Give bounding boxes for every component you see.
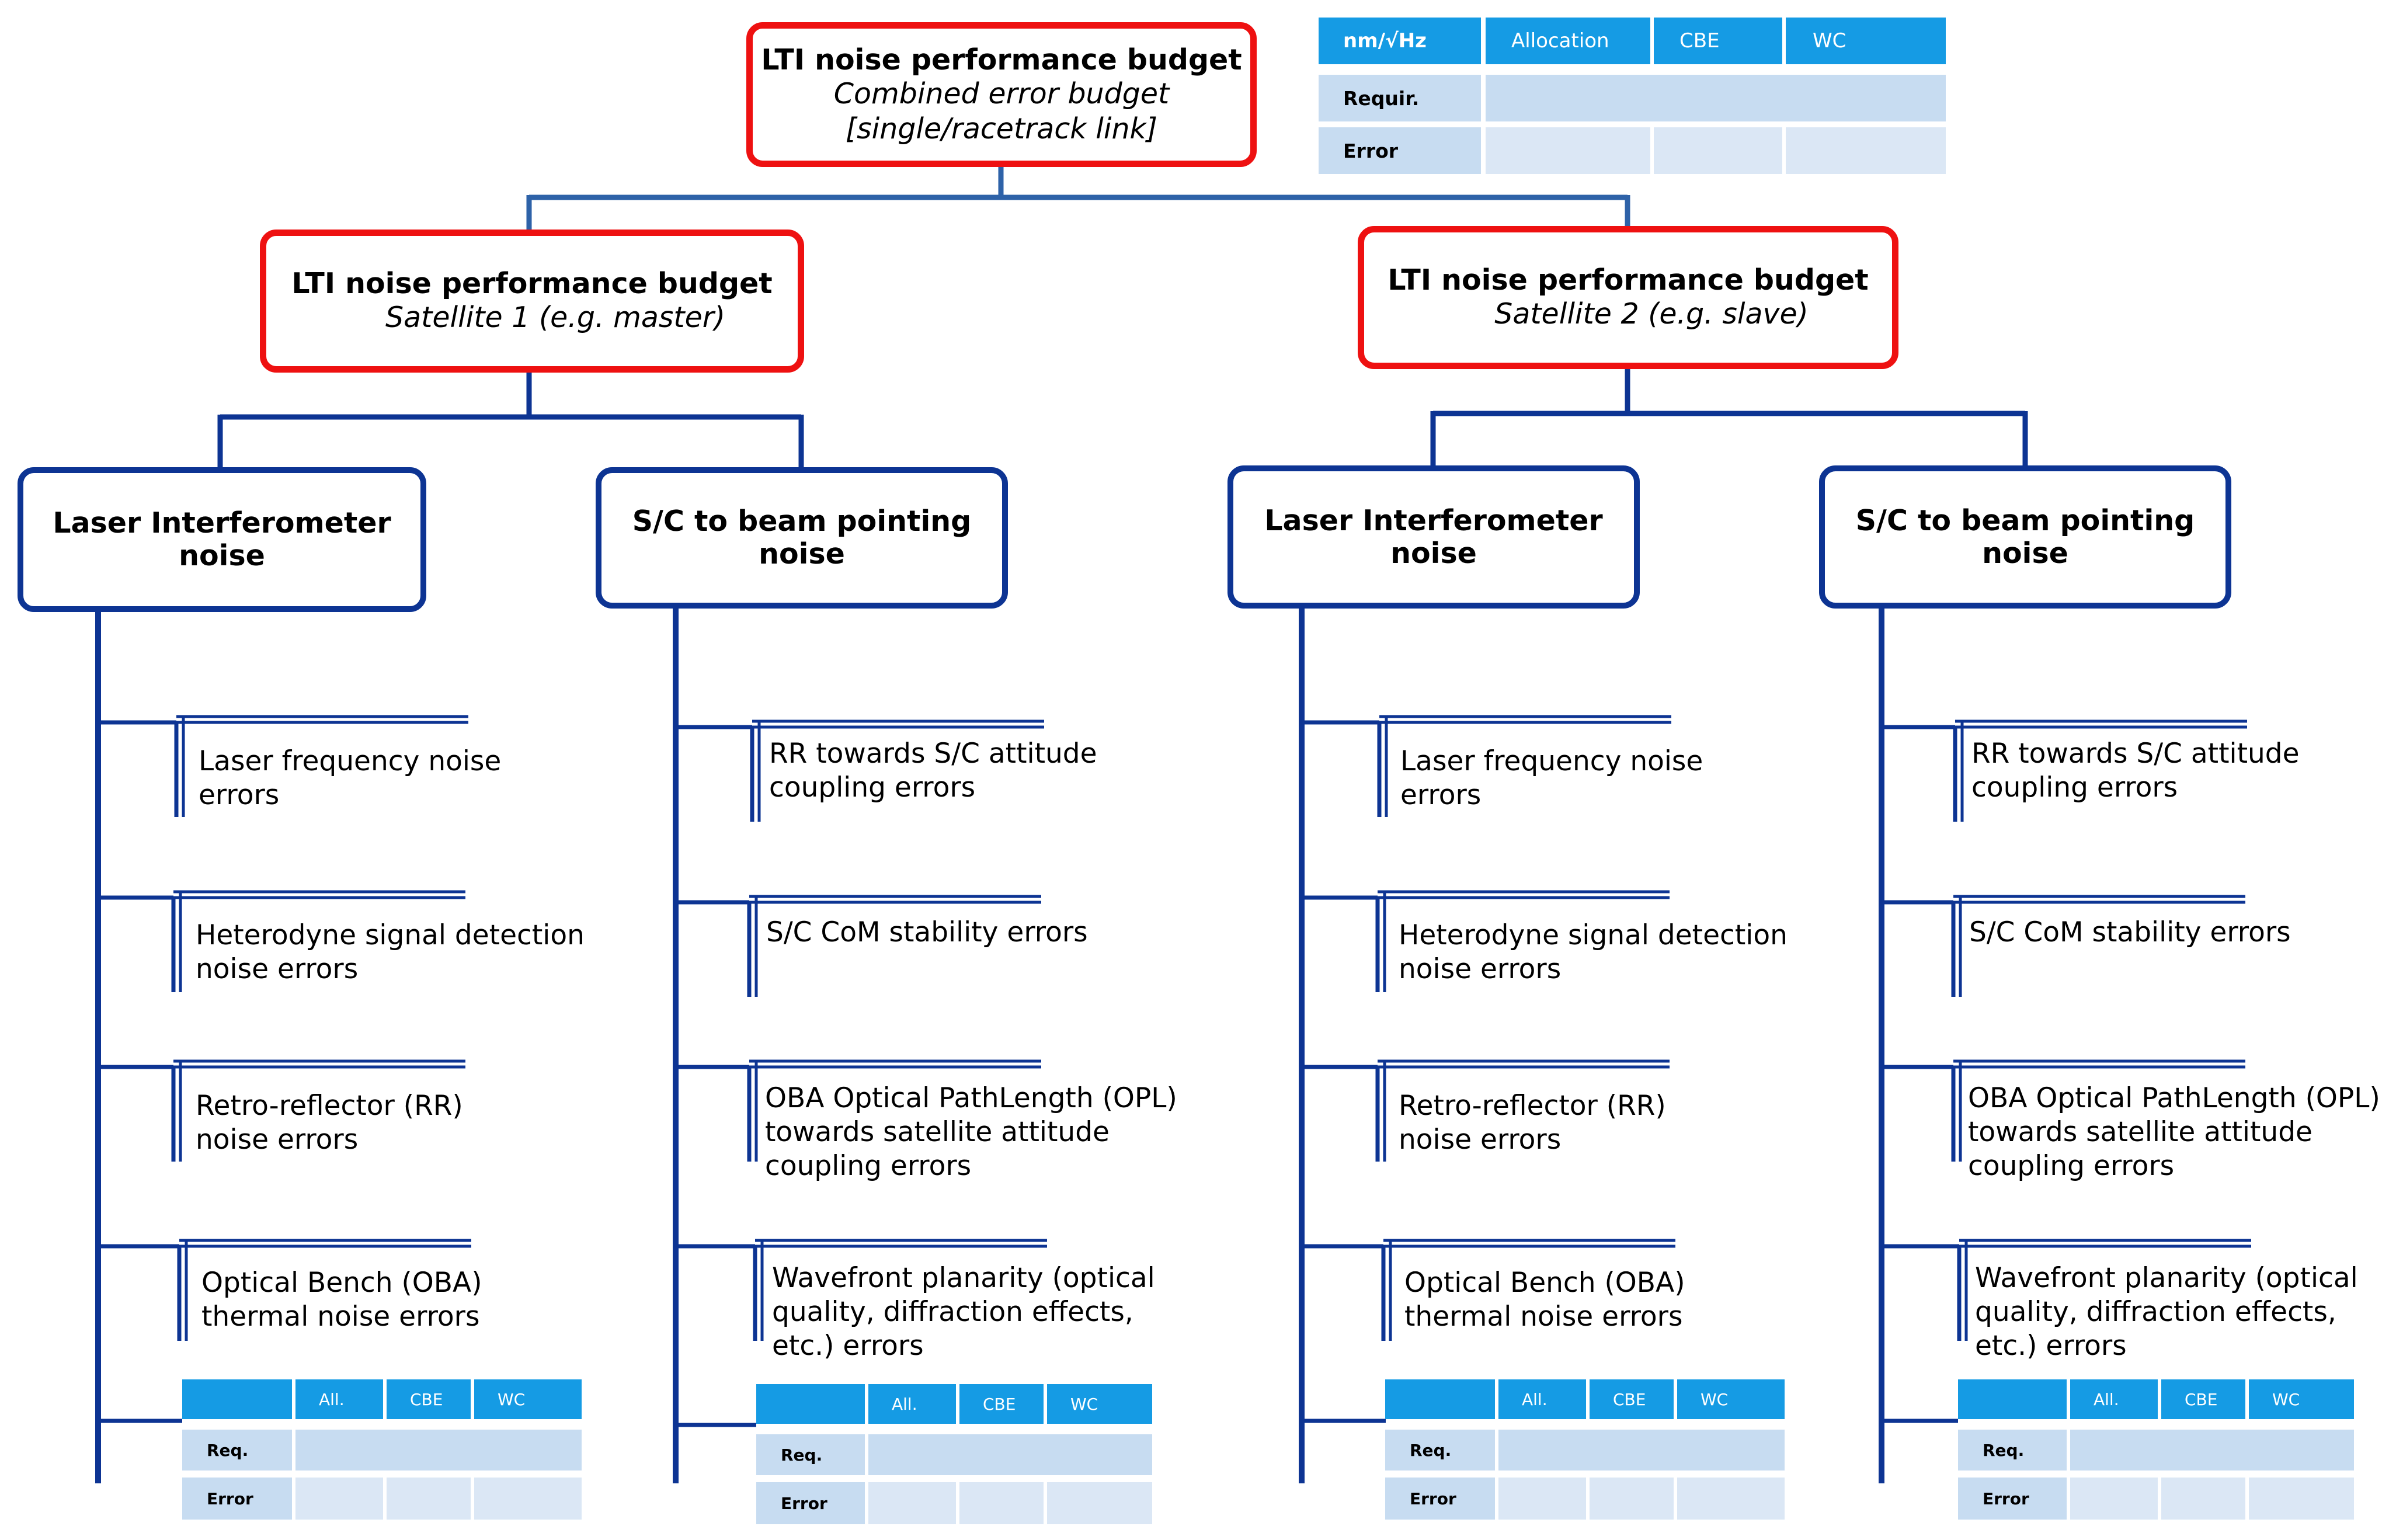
sat2-pointing-item-2: S/C CoM stability errors: [1969, 916, 2291, 948]
table-header-blank: [1385, 1379, 1495, 1419]
sat1-laser-item-1: Laser frequency noise errors: [199, 745, 502, 811]
table-row-error: Error: [182, 1478, 292, 1520]
table-error-cbe: [387, 1478, 471, 1520]
table-header-blank: [756, 1384, 865, 1424]
sat1-pointing-item-1: RR towards S/C attitude coupling errors: [769, 738, 1097, 804]
top-table-col-wc: WC: [1786, 18, 1946, 64]
table-col-wc: WC: [474, 1379, 582, 1419]
top-table-requir-value: [1486, 75, 1946, 121]
satellite-1-box: LTI noise performance budget Satellite 1…: [260, 230, 804, 373]
table-col-wc: WC: [1047, 1384, 1152, 1424]
satellite-2-title: LTI noise performance budget: [1388, 263, 1869, 297]
table-col-cbe: CBE: [1590, 1379, 1674, 1419]
table-col-all: All.: [1498, 1379, 1586, 1419]
sat1-laser-item-3: Retro-reflector (RR) noise errors: [196, 1090, 463, 1156]
top-table-col-allocation: Allocation: [1486, 18, 1650, 64]
top-table-error-wc: [1786, 127, 1946, 174]
table-row-error: Error: [756, 1482, 865, 1524]
table-row-error: Error: [1958, 1478, 2067, 1520]
top-table-row-error: Error: [1319, 127, 1481, 174]
root-budget-box: LTI noise performance budget Combined er…: [746, 22, 1257, 167]
sat1-laser-interferometer-box: Laser Interferometer noise: [18, 467, 426, 612]
sat2-pointing-item-3: OBA Optical PathLength (OPL) towards sat…: [1968, 1082, 2380, 1182]
table-row-req: Req.: [756, 1434, 865, 1475]
table-error-wc: [1047, 1482, 1152, 1524]
table-error-wc: [474, 1478, 582, 1520]
table-error-all: [1498, 1478, 1586, 1520]
sat2-laser-interferometer-title: Laser Interferometer noise: [1264, 503, 1603, 570]
table-error-cbe: [2161, 1478, 2245, 1520]
table-error-all: [868, 1482, 956, 1524]
sat1-laser-item-2: Heterodyne signal detection noise errors: [196, 919, 585, 985]
sat2-laser-item-3: Retro-reflector (RR) noise errors: [1399, 1090, 1666, 1156]
table-col-all: All.: [295, 1379, 383, 1419]
sat2-laser-item-4: Optical Bench (OBA) thermal noise errors: [1404, 1267, 1685, 1333]
table-col-cbe: CBE: [959, 1384, 1044, 1424]
top-table-col-cbe: CBE: [1654, 18, 1782, 64]
sat2-laser-item-2: Heterodyne signal detection noise errors: [1399, 919, 1788, 985]
table-row-req: Req.: [1958, 1430, 2067, 1471]
sat1-laser-interferometer-title: Laser Interferometer noise: [53, 506, 391, 572]
sat2-laser-interferometer-box: Laser Interferometer noise: [1227, 465, 1640, 609]
table-header-blank: [1958, 1379, 2067, 1419]
satellite-1-subtitle: Satellite 1 (e.g. master): [385, 301, 726, 334]
table-row-error: Error: [1385, 1478, 1495, 1520]
table-col-cbe: CBE: [2161, 1379, 2245, 1419]
table-req-value: [2070, 1430, 2354, 1471]
sat1-laser-item-4: Optical Bench (OBA) thermal noise errors: [201, 1267, 482, 1333]
table-req-value: [868, 1434, 1152, 1475]
root-subtitle-link: [single/racetrack link]: [846, 112, 1157, 145]
table-col-all: All.: [2070, 1379, 2158, 1419]
table-row-req: Req.: [182, 1430, 292, 1471]
table-error-wc: [1677, 1478, 1785, 1520]
top-table-error-allocation: [1486, 127, 1650, 174]
table-col-all: All.: [868, 1384, 956, 1424]
top-table-error-cbe: [1654, 127, 1782, 174]
table-error-all: [2070, 1478, 2158, 1520]
satellite-2-subtitle: Satellite 2 (e.g. slave): [1494, 297, 1809, 331]
sat1-beam-pointing-title: S/C to beam pointing noise: [632, 505, 972, 571]
root-subtitle: Combined error budget: [833, 77, 1170, 110]
table-header-blank: [182, 1379, 292, 1419]
sat2-pointing-item-1: RR towards S/C attitude coupling errors: [1971, 738, 2300, 804]
sat2-laser-item-1: Laser frequency noise errors: [1400, 745, 1703, 811]
table-req-value: [1498, 1430, 1785, 1471]
table-req-value: [295, 1430, 582, 1471]
table-col-cbe: CBE: [387, 1379, 471, 1419]
satellite-1-title: LTI noise performance budget: [291, 267, 773, 300]
sat1-pointing-item-2: S/C CoM stability errors: [766, 916, 1088, 948]
sat2-beam-pointing-box: S/C to beam pointing noise: [1819, 465, 2231, 609]
sat1-pointing-item-4: Wavefront planarity (optical quality, di…: [772, 1262, 1155, 1362]
sat1-beam-pointing-box: S/C to beam pointing noise: [596, 467, 1008, 609]
table-error-wc: [2249, 1478, 2354, 1520]
top-table-row-requir: Requir.: [1319, 75, 1481, 121]
top-table-unit-header: nm/√Hz: [1319, 18, 1481, 64]
table-col-wc: WC: [1677, 1379, 1785, 1419]
satellite-2-box: LTI noise performance budget Satellite 2…: [1358, 226, 1898, 369]
sat2-pointing-item-4: Wavefront planarity (optical quality, di…: [1975, 1262, 2358, 1362]
table-col-wc: WC: [2249, 1379, 2354, 1419]
table-error-all: [295, 1478, 383, 1520]
root-title: LTI noise performance budget: [761, 43, 1242, 77]
table-error-cbe: [1590, 1478, 1674, 1520]
sat2-beam-pointing-title: S/C to beam pointing noise: [1855, 503, 2195, 570]
table-row-req: Req.: [1385, 1430, 1495, 1471]
sat1-pointing-item-3: OBA Optical PathLength (OPL) towards sat…: [765, 1082, 1177, 1182]
table-error-cbe: [959, 1482, 1044, 1524]
